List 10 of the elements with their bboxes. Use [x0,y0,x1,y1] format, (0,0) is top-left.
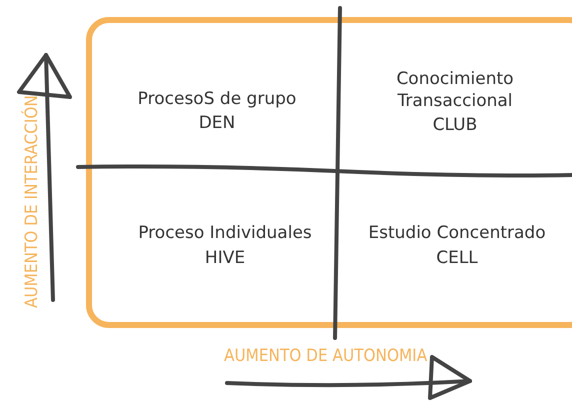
axis-label: AUMENTO DE INTERACCIÓN [22,95,42,308]
quadrant-title: Proceso Individuales [137,222,313,244]
quadrant-title: Conocimiento Transaccional [395,68,515,112]
quadrant-title: Estudio Concentrado [367,222,547,244]
quadrant-code: CELL [435,247,479,269]
quadrant-title: ProcesoS de grupo [136,88,298,110]
quadrant-code: CLUB [432,114,478,136]
quadrant-code: DEN [198,112,236,134]
axis-label: AUMENTO DE AUTONOMIA [224,346,428,366]
quadrant-code: HIVE [204,247,246,269]
